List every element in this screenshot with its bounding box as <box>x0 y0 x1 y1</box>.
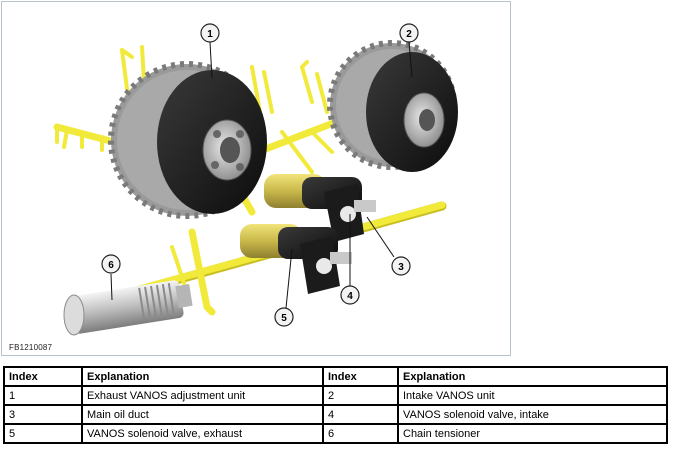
callout-1: 1 <box>200 23 220 43</box>
legend-table: Index Explanation Index Explanation 1 Ex… <box>3 366 668 444</box>
legend-explanation: Chain tensioner <box>397 423 668 444</box>
legend-index: 6 <box>322 423 399 444</box>
exhaust-vanos-unit <box>108 61 267 219</box>
legend-row: 3 Main oil duct 4 VANOS solenoid valve, … <box>3 404 668 425</box>
callout-2: 2 <box>399 23 419 43</box>
legend-explanation: Exhaust VANOS adjustment unit <box>81 385 324 406</box>
legend-header-row: Index Explanation Index Explanation <box>3 366 668 387</box>
callout-6: 6 <box>101 254 121 274</box>
legend-index: 4 <box>322 404 399 425</box>
leader-lines <box>110 41 413 309</box>
header-index-left: Index <box>3 366 83 387</box>
callout-6-label: 6 <box>108 260 114 271</box>
callout-2-label: 2 <box>406 29 412 40</box>
callout-5: 5 <box>274 307 294 327</box>
vanos-illustration: 1 2 3 4 5 6 <box>53 23 458 336</box>
illustration-panel: 1 2 3 4 5 6 FB1210087 <box>1 1 511 356</box>
legend-index: 1 <box>3 385 83 406</box>
legend-explanation: VANOS solenoid valve, exhaust <box>81 423 324 444</box>
callout-4: 4 <box>340 285 360 305</box>
figure-id: FB1210087 <box>9 343 53 352</box>
callout-3: 3 <box>391 256 411 276</box>
header-explanation-left: Explanation <box>81 366 324 387</box>
legend-explanation: VANOS solenoid valve, intake <box>397 404 668 425</box>
exhaust-solenoid-valve <box>240 224 352 294</box>
legend-index: 3 <box>3 404 83 425</box>
callout-3-label: 3 <box>398 262 404 273</box>
header-explanation-right: Explanation <box>397 366 668 387</box>
legend-explanation: Main oil duct <box>81 404 324 425</box>
callout-5-label: 5 <box>281 313 287 324</box>
legend-row: 5 VANOS solenoid valve, exhaust 6 Chain … <box>3 423 668 444</box>
intake-vanos-unit <box>327 40 458 172</box>
intake-solenoid-valve <box>264 174 376 242</box>
header-index-right: Index <box>322 366 399 387</box>
callout-4-label: 4 <box>347 291 353 302</box>
chain-tensioner <box>63 280 193 336</box>
legend-index: 2 <box>322 385 399 406</box>
legend-row: 1 Exhaust VANOS adjustment unit 2 Intake… <box>3 385 668 406</box>
legend-index: 5 <box>3 423 83 444</box>
legend-explanation: Intake VANOS unit <box>397 385 668 406</box>
callout-1-label: 1 <box>207 29 213 40</box>
